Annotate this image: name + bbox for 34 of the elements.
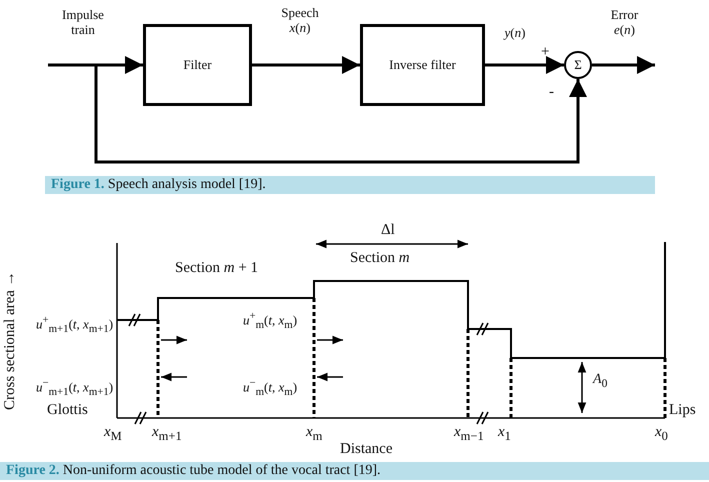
- axis-label: Cross sectional area →: [2, 271, 19, 410]
- edge-label: Error e(n): [610, 8, 640, 38]
- section-label: Section m + 1: [175, 260, 258, 278]
- filter-block: Inverse filter: [360, 24, 485, 106]
- position-label: x$_{m−1}$: [454, 424, 484, 444]
- section-label: Section m: [350, 250, 410, 268]
- axis-label: Distance: [340, 441, 392, 458]
- edge-label: y(n): [502, 26, 526, 41]
- sign-label: -: [549, 84, 554, 102]
- figure-caption: Figure 1. Speech analysis model [19].: [45, 176, 655, 194]
- arrow: [48, 56, 143, 74]
- anatomy-label: Lips: [669, 402, 696, 420]
- position-label: x$_{0}$: [655, 424, 668, 444]
- arrow: [485, 56, 564, 74]
- figure-caption: Figure 2. Non-uniform acoustic tube model of the vocal tract [19].: [0, 462, 709, 480]
- formula-label: u$^{+}$$_{m}$(t, x$_{m}$): [243, 310, 298, 332]
- position-label: x$_{m+1}$: [152, 424, 182, 444]
- position-label: x$_{m}$: [306, 424, 322, 444]
- filter-block: Filter: [143, 24, 252, 106]
- position-label: x$_{M}$: [104, 424, 122, 444]
- sign-label: +: [541, 44, 550, 62]
- position-label: x$_{1}$: [498, 424, 511, 444]
- anatomy-label: Glottis: [47, 402, 88, 420]
- dimension-label: Δl: [381, 222, 395, 240]
- formula-label: u$^{−}$$_{m}$(t, x$_{m}$): [243, 377, 298, 398]
- edge-label: Speech x(n): [280, 6, 320, 36]
- arrow: [252, 56, 360, 74]
- summing-junction: Σ: [564, 51, 592, 79]
- edge-label: Impulse train: [61, 8, 105, 38]
- formula-label: u$^{−}$$_{m+1}$(t, x$_{m+1}$): [36, 377, 114, 398]
- arrow: [592, 56, 655, 74]
- arrow: [94, 65, 587, 164]
- formula-label: u$^{+}$$_{m+1}$(t, x$_{m+1}$): [36, 314, 114, 336]
- dimension-label: A$_{0}$: [593, 372, 608, 390]
